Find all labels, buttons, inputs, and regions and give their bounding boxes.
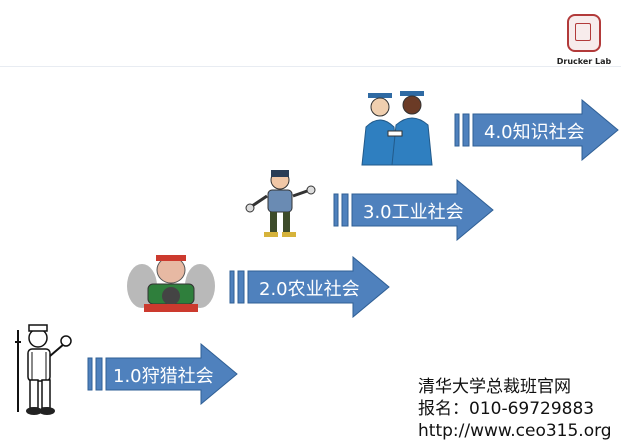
arrow-shape — [454, 99, 619, 161]
header-divider — [0, 66, 621, 67]
graduates-figure — [358, 87, 434, 171]
footer-line-3: http://www.ceo315.org — [418, 421, 612, 441]
seal-icon — [567, 14, 601, 52]
arrow-shape — [229, 256, 390, 318]
footer-line-1: 清华大学总裁班官网 — [418, 377, 571, 397]
stage-arrow-2: 2.0农业社会 — [229, 256, 391, 318]
worker-figure — [244, 168, 318, 244]
stage-label: 4.0知识社会 — [484, 122, 585, 143]
logo-text: Drucker Lab — [556, 57, 612, 66]
stage-arrow-4: 4.0知识社会 — [454, 99, 620, 161]
arrow-shape — [333, 179, 494, 241]
stage-label: 2.0农业社会 — [259, 279, 360, 300]
footer-line-2: 报名：010-69729883 — [418, 399, 595, 419]
stage-label: 1.0狩猎社会 — [113, 366, 214, 387]
farmer-figure — [126, 250, 216, 320]
stage-arrow-3: 3.0工业社会 — [333, 179, 495, 241]
footer-info: 清华大学总裁班官网 报名：010-69729883 http://www.ceo… — [418, 376, 612, 442]
arrow-shape — [87, 343, 238, 405]
hunter-figure — [10, 322, 74, 422]
drucker-lab-logo: Drucker Lab — [556, 14, 612, 66]
stage-label: 3.0工业社会 — [363, 202, 464, 223]
stage-arrow-1: 1.0狩猎社会 — [87, 343, 239, 405]
